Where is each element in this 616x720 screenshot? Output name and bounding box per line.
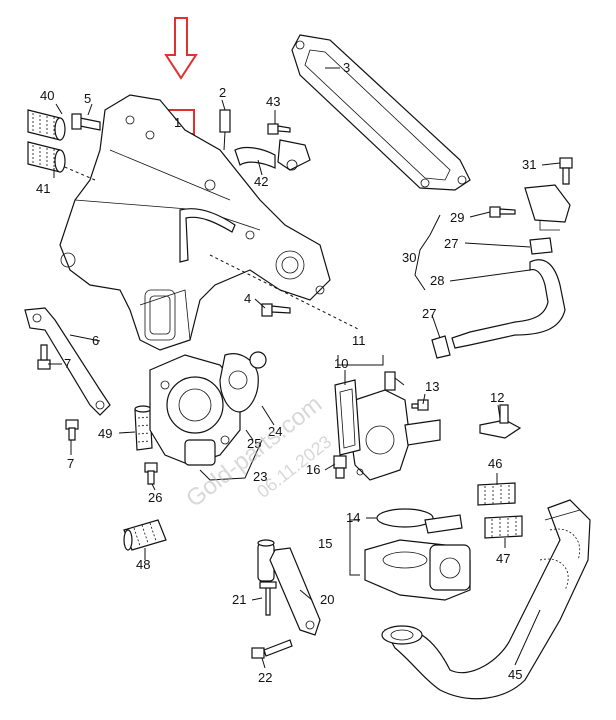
- label-30: 30: [402, 250, 416, 265]
- label-5: 5: [84, 91, 91, 106]
- label-13: 13: [425, 379, 439, 394]
- label-11: 11: [352, 333, 366, 348]
- label-48: 48: [136, 557, 150, 572]
- label-24: 24: [268, 424, 282, 439]
- gasket-3: [291, 34, 471, 191]
- gasket-24: [219, 353, 259, 413]
- bracket-20: [269, 547, 321, 636]
- bolt-16: [333, 455, 347, 479]
- label-28: 28: [430, 273, 444, 288]
- label-31: 31: [522, 157, 536, 172]
- label-6: 6: [92, 333, 99, 348]
- label-10: 10: [334, 356, 348, 371]
- sleeve-40: [27, 109, 66, 141]
- bolt-5: [71, 113, 101, 131]
- label-42: 42: [254, 174, 268, 189]
- red-arrow-icon: [164, 17, 198, 80]
- sensor-2: [219, 109, 231, 151]
- label-2: 2: [219, 85, 226, 100]
- o-ring-14: [376, 508, 434, 528]
- sleeve-47: [484, 515, 523, 539]
- bolt-21: [259, 581, 277, 616]
- label-12: 12: [490, 390, 504, 405]
- seal-25: [249, 351, 267, 369]
- sleeve-48: [123, 519, 167, 551]
- label-29: 29: [450, 210, 464, 225]
- label-26: 26: [148, 490, 162, 505]
- bolt-13: [411, 399, 429, 411]
- intake-manifold: [59, 94, 331, 351]
- bolt-29: [489, 206, 516, 218]
- bolt-7-lower: [65, 419, 79, 441]
- label-49: 49: [98, 426, 112, 441]
- label-1: 1: [174, 115, 181, 130]
- pressure-sensor-29: [524, 184, 571, 231]
- label-43: 43: [266, 94, 280, 109]
- label-7-upper: 7: [64, 356, 71, 371]
- thermostat-15: [364, 514, 471, 601]
- label-3: 3: [343, 60, 350, 75]
- label-23: 23: [253, 469, 267, 484]
- label-41: 41: [36, 181, 50, 196]
- label-25: 25: [247, 436, 261, 451]
- label-20: 20: [320, 592, 334, 607]
- bolt-22: [251, 639, 293, 659]
- sleeve-41: [27, 141, 66, 173]
- bolt-43: [267, 123, 291, 135]
- label-45: 45: [508, 667, 522, 682]
- sensor-12: [479, 404, 522, 439]
- label-7-lower: 7: [67, 456, 74, 471]
- bolt-7-upper: [37, 344, 51, 370]
- sleeve-46: [477, 482, 516, 506]
- bolt-26: [144, 462, 158, 485]
- label-46: 46: [488, 456, 502, 471]
- sensor-top: [384, 371, 396, 391]
- housing-11: [349, 389, 441, 481]
- label-14: 14: [346, 510, 360, 525]
- label-40: 40: [40, 88, 54, 103]
- hose-28: [451, 259, 566, 349]
- gasket-10: [334, 379, 361, 456]
- label-16: 16: [306, 462, 320, 477]
- label-22: 22: [258, 670, 272, 685]
- label-15: 15: [318, 536, 332, 551]
- bolt-31: [559, 157, 573, 185]
- clamp-27-lower: [431, 335, 451, 359]
- hose-42: [234, 139, 311, 171]
- bracket-6: [24, 307, 111, 416]
- label-47: 47: [496, 551, 510, 566]
- label-4: 4: [244, 291, 251, 306]
- label-27-lower: 27: [422, 306, 436, 321]
- label-27-upper: 27: [444, 236, 458, 251]
- pipe-45: [381, 499, 591, 700]
- bolt-4: [261, 303, 291, 317]
- egr-valve: [149, 354, 241, 466]
- clamp-27-upper: [529, 237, 553, 255]
- label-21: 21: [232, 592, 246, 607]
